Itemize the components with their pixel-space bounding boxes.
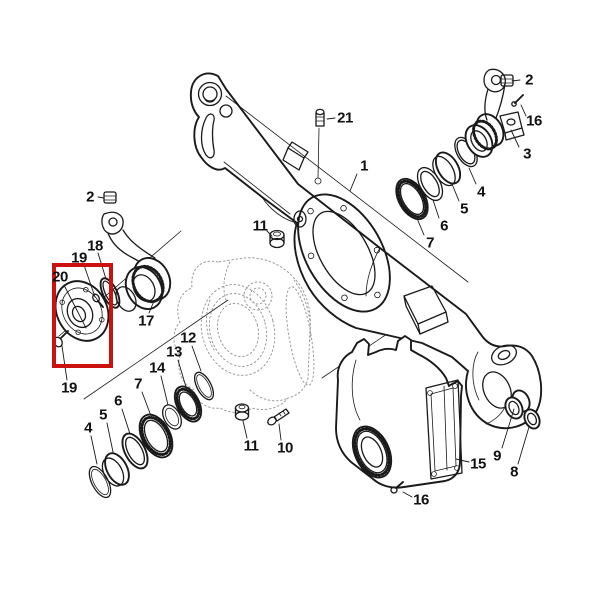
leader-line-4: [468, 167, 477, 185]
part-label-13: 13: [166, 343, 182, 361]
leader-line-12: [191, 345, 202, 372]
part-flange-20: [54, 280, 110, 342]
leader-line-15: [455, 458, 470, 463]
leader-line-6: [432, 199, 440, 219]
part-axle-housing: [189, 72, 543, 429]
part-breather-stud-21: [314, 108, 325, 185]
part-label-4: 4: [84, 419, 92, 437]
part-bolt-10: [267, 408, 290, 426]
part-oring-18: [99, 277, 121, 309]
leader-line-11: [266, 230, 273, 237]
leader-line-3: [510, 129, 520, 148]
part-stud-19-lower: [53, 330, 69, 348]
leader-line-2: [511, 79, 521, 82]
part-label-8: 8: [510, 463, 518, 481]
part-label-6: 6: [440, 217, 448, 235]
part-label-12: 12: [180, 329, 196, 347]
part-bolt-16-lower: [390, 481, 404, 494]
part-label-14: 14: [149, 359, 165, 377]
part-label-15: 15: [470, 455, 486, 473]
leader-line-9: [501, 408, 515, 449]
part-nut-11-upper: [269, 229, 285, 249]
part-label-2: 2: [86, 188, 94, 206]
part-label-21: 21: [337, 109, 353, 127]
part-knuckle-17: [101, 211, 172, 312]
part-label-7: 7: [426, 234, 434, 252]
part-label-11: 11: [252, 217, 268, 235]
leader-line-7: [141, 391, 152, 417]
leader-line-17: [148, 300, 155, 314]
leader-lines: [61, 79, 530, 498]
part-label-4: 4: [477, 183, 485, 201]
leader-line-19: [83, 264, 96, 298]
part-cover-15: [335, 335, 463, 489]
leader-line-13: [177, 359, 187, 388]
leader-line-18: [97, 252, 107, 280]
leader-line-21: [326, 117, 336, 120]
leader-line-16: [402, 491, 413, 498]
part-trunnion-3: [464, 68, 525, 158]
leader-line-1: [349, 173, 358, 192]
leader-line-10: [278, 423, 282, 441]
part-bearing-series-lower: [88, 371, 215, 499]
part-nut-11-lower: [234, 403, 250, 421]
leader-line-2: [97, 196, 105, 199]
part-label-2: 2: [525, 71, 533, 89]
part-nut-2-left: [103, 191, 117, 204]
part-label-3: 3: [523, 145, 531, 163]
part-label-19: 19: [71, 249, 87, 267]
leader-line-8: [517, 426, 530, 465]
part-label-18: 18: [87, 237, 103, 255]
part-label-6: 6: [114, 392, 122, 410]
leader-line-5: [106, 422, 114, 453]
leader-line-5: [451, 183, 460, 202]
part-label-11: 11: [243, 437, 259, 455]
part-label-16: 16: [413, 491, 429, 509]
part-label-9: 9: [493, 447, 501, 465]
part-label-1: 1: [360, 157, 368, 175]
part-label-20: 20: [52, 268, 68, 286]
leader-line-14: [160, 375, 169, 406]
part-label-16: 16: [526, 112, 542, 130]
part-label-17: 17: [138, 312, 154, 330]
leader-line-7: [415, 215, 425, 236]
part-bearing-series-right: [395, 136, 478, 221]
ghost-differential: [173, 257, 315, 413]
part-label-10: 10: [277, 439, 293, 457]
part-label-19: 19: [61, 379, 77, 397]
part-label-5: 5: [99, 406, 107, 424]
leader-line-20: [63, 284, 87, 329]
leader-line-6: [121, 408, 131, 435]
part-label-7: 7: [134, 375, 142, 393]
part-seal-8: [523, 408, 541, 430]
leader-line-19: [61, 345, 68, 381]
leader-line-16: [520, 104, 527, 117]
part-label-5: 5: [460, 200, 468, 218]
leader-line-11: [242, 420, 248, 439]
leader-line-4: [90, 435, 98, 465]
part-screw-16-right: [511, 94, 524, 107]
